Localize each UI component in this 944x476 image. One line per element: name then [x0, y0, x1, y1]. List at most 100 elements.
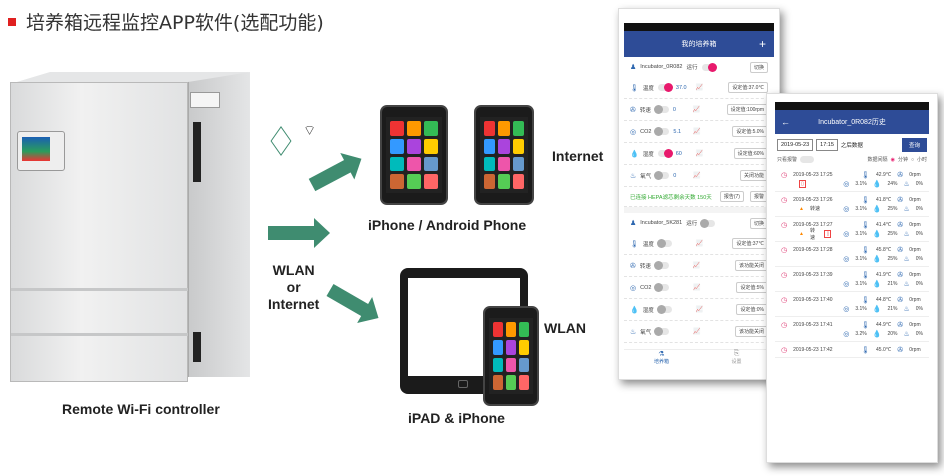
oxygen-icon: ♨: [630, 328, 637, 336]
radio-minute[interactable]: ◉: [890, 156, 895, 163]
oxygen-icon: ♨: [903, 280, 910, 288]
record-time: 2019-05-23 17:27: [793, 221, 833, 228]
record-line-1: ◷2019-05-23 17:42🌡45.0℃✇0rpm: [781, 345, 923, 354]
record-co2: 3.1%: [855, 280, 867, 287]
record-time: 2019-05-23 17:26: [793, 196, 833, 203]
record-hum: 25%: [887, 205, 898, 212]
app-icon: [390, 138, 404, 154]
record-line-2: ◎3.2%💧20%♨0%: [781, 329, 923, 338]
setpoint-button[interactable]: 设定值:5%: [736, 282, 768, 293]
setpoint-button[interactable]: 设定值:5.0%: [732, 126, 768, 137]
switch-button[interactable]: 切换: [749, 61, 768, 73]
chart-icon[interactable]: 📈: [695, 307, 704, 313]
app-icon: [512, 138, 524, 154]
chart-icon[interactable]: 📈: [695, 85, 704, 91]
sensor-toggle[interactable]: [654, 127, 670, 136]
date-input[interactable]: 2019-05-23: [777, 139, 814, 151]
incubator-image: [10, 72, 260, 390]
sensor-toggle[interactable]: [654, 171, 670, 180]
app-icon: [484, 121, 496, 136]
sensor-toggle[interactable]: [653, 261, 669, 270]
chart-icon[interactable]: 📈: [693, 329, 701, 335]
chart-icon[interactable]: 📈: [693, 129, 701, 135]
device-name: Incubator_0R082: [640, 64, 683, 70]
wlan-or-internet-label: WLAN or Internet: [268, 262, 320, 312]
device-toggle[interactable]: [700, 218, 716, 228]
nav-incubator[interactable]: ⚗培养箱: [624, 350, 699, 373]
setpoint-button[interactable]: 关闭功能: [739, 170, 768, 181]
sensor-toggle[interactable]: [657, 83, 673, 92]
device-footer: 已连接 HEPA滤芯剩余天数 150天报告(7)报警: [624, 187, 774, 207]
record-rpm: 0rpm: [909, 246, 921, 253]
humidity-icon: 💧: [872, 305, 882, 313]
sensor-value: 5.1: [673, 128, 682, 135]
sensor-label: 转速: [639, 107, 651, 114]
setpoint-button[interactable]: 设定值:37.0℃: [728, 82, 768, 93]
setpoint-button[interactable]: 设定值:37℃: [732, 238, 768, 249]
record-co2: 3.1%: [855, 205, 867, 212]
door-icon: ▯: [824, 229, 832, 238]
device-toggle[interactable]: [701, 62, 717, 72]
co2-icon: ◎: [843, 305, 850, 313]
sensor-toggle[interactable]: [654, 327, 670, 336]
app-header: ← Incubator_0R082历史: [775, 110, 929, 134]
record-o2: 0%: [915, 230, 923, 237]
setpoint-button[interactable]: 该功能关闭: [734, 326, 768, 337]
co2-icon: ◎: [843, 180, 850, 188]
back-arrow-icon[interactable]: ←: [781, 117, 790, 127]
chart-icon[interactable]: 📈: [695, 151, 704, 157]
ipad-label: iPAD & iPhone: [408, 410, 505, 426]
record-line-2: ▲转速◎3.1%💧25%♨0%: [781, 204, 923, 213]
oxygen-icon: ♨: [903, 255, 910, 263]
alarm-only-toggle[interactable]: [800, 156, 815, 163]
radio-hour[interactable]: ○: [910, 156, 914, 163]
sensor-toggle[interactable]: [653, 105, 669, 114]
setpoint-button[interactable]: 设定值:100rpm: [726, 104, 768, 115]
app-icon: [390, 156, 404, 172]
record-line-1: ◷2019-05-23 17:39🌡41.9℃✇0rpm: [781, 270, 923, 279]
bottom-nav: ⚗培养箱 ⎘设置: [624, 349, 774, 373]
sensor-toggle[interactable]: [656, 239, 672, 248]
add-button[interactable]: +: [758, 37, 766, 51]
chart-icon[interactable]: 📈: [692, 107, 701, 113]
sensor-toggle[interactable]: [657, 149, 673, 158]
record-line-2: ▯◎3.1%💧24%♨0%: [781, 179, 923, 188]
setpoint-button[interactable]: 设定值:60%: [733, 148, 768, 159]
app-icon: [519, 375, 529, 390]
device-state: 运行: [686, 65, 698, 71]
fan-icon: ✇: [630, 262, 636, 270]
clock-icon: ◷: [781, 296, 788, 304]
history-record: ◷2019-05-23 17:40🌡44.8℃✇0rpm◎3.1%💧21%♨0%: [775, 292, 929, 317]
sensor-toggle[interactable]: [656, 305, 672, 314]
app-icon: [484, 138, 496, 154]
sensor-label: 温度: [642, 241, 654, 248]
record-hum: 21%: [887, 280, 898, 287]
chart-icon[interactable]: 📈: [692, 263, 701, 269]
chart-icon[interactable]: 📈: [693, 285, 701, 291]
history-record: ◷2019-05-23 17:42🌡45.0℃✇0rpm: [775, 342, 929, 358]
app-icon: [498, 156, 510, 172]
query-button[interactable]: 查询: [901, 138, 927, 152]
record-temp: 45.8℃: [876, 246, 892, 253]
nav-label: 设置: [731, 359, 742, 365]
sensor-row: ◎CO2📈设定值:5%: [624, 277, 774, 299]
setpoint-button[interactable]: 设定值:0%: [736, 304, 768, 315]
chart-icon[interactable]: 📈: [695, 241, 704, 247]
app-icon: [498, 138, 510, 154]
oxygen-icon: ♨: [630, 172, 637, 180]
time-input[interactable]: 17:15: [816, 139, 838, 151]
sensor-value: 37.0: [675, 84, 687, 91]
header-title: Incubator_0R082历史: [818, 119, 886, 126]
chart-icon[interactable]: 📈: [693, 173, 701, 179]
nav-settings[interactable]: ⎘设置: [699, 350, 774, 373]
co2-icon: ◎: [843, 330, 850, 338]
record-line-1: ◷2019-05-23 17:28🌡45.8℃✇0rpm: [781, 245, 923, 254]
sensor-toggle[interactable]: [654, 283, 670, 292]
footer-button[interactable]: 报告(7): [719, 191, 744, 202]
thermometer-icon: 🌡: [630, 84, 639, 92]
phone-image-1: [380, 105, 448, 205]
setpoint-button[interactable]: 该功能关闭: [734, 260, 768, 271]
